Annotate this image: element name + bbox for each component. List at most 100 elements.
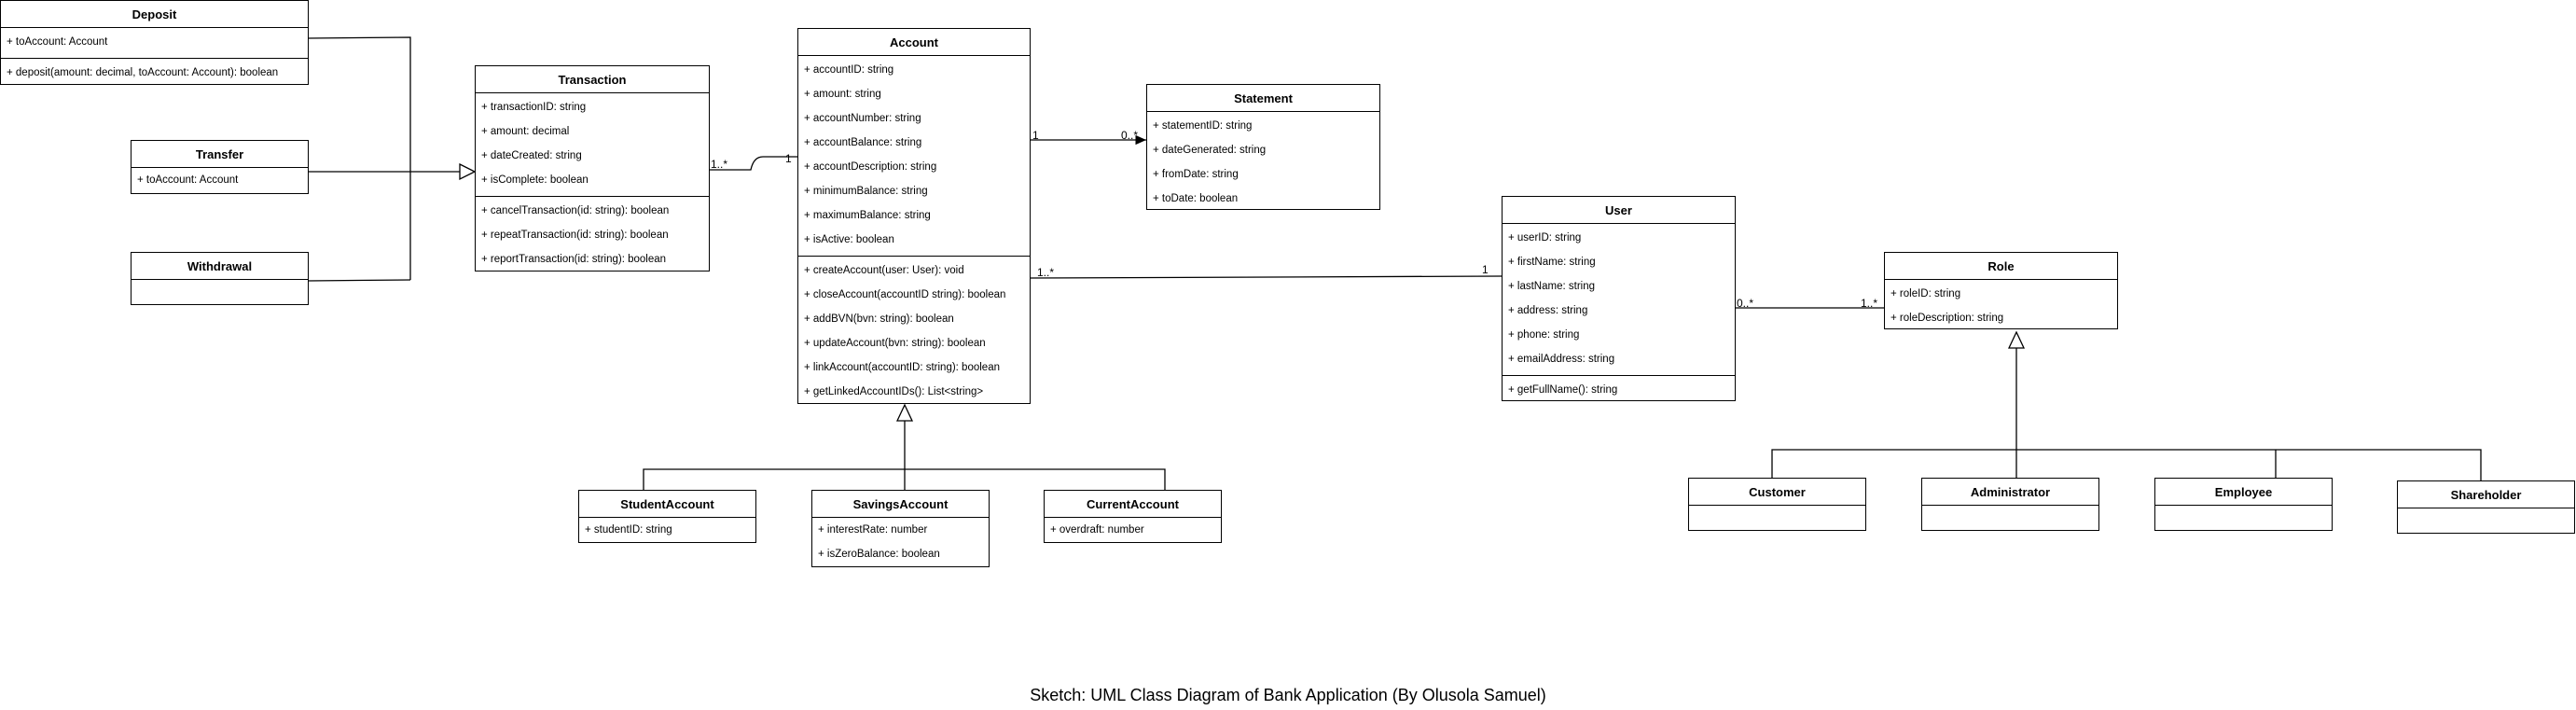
attribute: + minimumBalance: string bbox=[804, 186, 928, 197]
multiplicity-statement-side: 0..* bbox=[1121, 129, 1139, 142]
attribute: + transactionID: string bbox=[481, 102, 587, 113]
class-customer[interactable]: Customer bbox=[1688, 478, 1866, 531]
attribute: + roleDescription: string bbox=[1890, 313, 2004, 324]
transaction-account-association bbox=[710, 156, 797, 171]
class-student-account[interactable]: StudentAccount + studentID: string bbox=[578, 490, 756, 543]
class-name: SavingsAccount bbox=[812, 491, 989, 518]
attribute: + amount: string bbox=[804, 89, 881, 100]
empty-section bbox=[1689, 506, 1865, 528]
class-shareholder[interactable]: Shareholder bbox=[2397, 480, 2575, 534]
method: + closeAccount(accountID string): boolea… bbox=[804, 289, 1006, 300]
methods-section: + getFullName(): string bbox=[1503, 376, 1735, 406]
attribute: + userID: string bbox=[1508, 232, 1582, 244]
attributes-section: + roleID: string + roleDescription: stri… bbox=[1885, 280, 2117, 334]
multiplicity-user-side-account: 1 bbox=[1482, 263, 1489, 276]
attribute: + isActive: boolean bbox=[804, 234, 894, 245]
class-administrator[interactable]: Administrator bbox=[1921, 478, 2099, 531]
class-account[interactable]: Account + accountID: string + amount: st… bbox=[797, 28, 1031, 404]
attributes-section: + interestRate: number + isZeroBalance: … bbox=[812, 518, 989, 570]
transaction-generalization-lines bbox=[307, 36, 460, 282]
class-name: Withdrawal bbox=[132, 253, 308, 280]
class-name: Shareholder bbox=[2398, 481, 2574, 508]
method: + deposit(amount: decimal, toAccount: Ac… bbox=[7, 67, 279, 78]
class-user[interactable]: User + userID: string + firstName: strin… bbox=[1502, 196, 1736, 401]
account-generalization-arrow bbox=[895, 403, 914, 422]
attribute: + maximumBalance: string bbox=[804, 210, 931, 221]
class-deposit[interactable]: Deposit + toAccount: Account + deposit(a… bbox=[0, 0, 309, 85]
class-statement[interactable]: Statement + statementID: string + dateGe… bbox=[1146, 84, 1380, 210]
multiplicity-role-side-user: 1..* bbox=[1861, 297, 1878, 310]
attributes-section: + toAccount: Account bbox=[1, 28, 308, 59]
class-name: StudentAccount bbox=[579, 491, 755, 518]
class-name: User bbox=[1503, 197, 1735, 224]
attribute: + isComplete: boolean bbox=[481, 174, 589, 186]
attribute: + dateCreated: string bbox=[481, 150, 582, 161]
attribute: + accountNumber: string bbox=[804, 113, 921, 124]
account-generalization-lines bbox=[643, 420, 1166, 490]
attribute: + firstName: string bbox=[1508, 257, 1596, 268]
attributes-section: + statementID: string + dateGenerated: s… bbox=[1147, 112, 1379, 215]
attribute: + isZeroBalance: boolean bbox=[818, 549, 940, 560]
attribute: + roleID: string bbox=[1890, 288, 1961, 299]
class-name: Administrator bbox=[1922, 479, 2098, 506]
class-name: Account bbox=[798, 29, 1030, 56]
class-employee[interactable]: Employee bbox=[2154, 478, 2333, 531]
method: + addBVN(bvn: string): boolean bbox=[804, 313, 954, 325]
class-name: Deposit bbox=[1, 1, 308, 28]
methods-section: + cancelTransaction(id: string): boolean… bbox=[476, 197, 709, 275]
role-generalization-arrow bbox=[2007, 330, 2026, 349]
transaction-generalization-arrow bbox=[459, 162, 477, 181]
attribute: + phone: string bbox=[1508, 329, 1580, 341]
method: + updateAccount(bvn: string): boolean bbox=[804, 338, 986, 349]
class-name: Statement bbox=[1147, 85, 1379, 112]
attribute: + fromDate: string bbox=[1153, 169, 1239, 180]
empty-section bbox=[2155, 506, 2332, 528]
class-name: Transfer bbox=[132, 141, 308, 168]
attribute: + dateGenerated: string bbox=[1153, 145, 1267, 156]
method: + cancelTransaction(id: string): boolean bbox=[481, 205, 670, 216]
attribute: + accountDescription: string bbox=[804, 161, 937, 173]
multiplicity-account-side-user: 1..* bbox=[1037, 266, 1055, 279]
attribute: + overdraft: number bbox=[1050, 524, 1144, 536]
attributes-section: + overdraft: number bbox=[1045, 518, 1221, 546]
class-transaction[interactable]: Transaction + transactionID: string + am… bbox=[475, 65, 710, 271]
attribute: + amount: decimal bbox=[481, 126, 570, 137]
multiplicity-account-side-tx: 1 bbox=[785, 152, 792, 165]
class-name: Transaction bbox=[476, 66, 709, 93]
methods-section: + deposit(amount: decimal, toAccount: Ac… bbox=[1, 59, 308, 89]
method: + linkAccount(accountID: string): boolea… bbox=[804, 362, 1000, 373]
multiplicity-user-side-role: 0..* bbox=[1737, 297, 1754, 310]
class-savings-account[interactable]: SavingsAccount + interestRate: number + … bbox=[811, 490, 990, 567]
account-user-association bbox=[1029, 275, 1503, 279]
class-name: Role bbox=[1885, 253, 2117, 280]
attribute: + accountID: string bbox=[804, 64, 894, 76]
class-withdrawal[interactable]: Withdrawal bbox=[131, 252, 309, 305]
method: + getFullName(): string bbox=[1508, 384, 1618, 396]
method: + createAccount(user: User): void bbox=[804, 265, 964, 276]
empty-section bbox=[2398, 508, 2574, 531]
attribute: + toDate: boolean bbox=[1153, 193, 1239, 204]
attributes-section: + toAccount: Account bbox=[132, 168, 308, 196]
methods-section: + createAccount(user: User): void + clos… bbox=[798, 257, 1030, 408]
attributes-section: + userID: string + firstName: string + l… bbox=[1503, 224, 1735, 376]
class-role[interactable]: Role + roleID: string + roleDescription:… bbox=[1884, 252, 2118, 329]
attribute: + lastName: string bbox=[1508, 281, 1595, 292]
attribute: + accountBalance: string bbox=[804, 137, 922, 148]
class-name: CurrentAccount bbox=[1045, 491, 1221, 518]
attribute: + address: string bbox=[1508, 305, 1588, 316]
role-generalization-lines bbox=[1771, 348, 2482, 480]
attribute: + studentID: string bbox=[585, 524, 672, 536]
multiplicity-transaction-side: 1..* bbox=[711, 158, 728, 171]
method: + repeatTransaction(id: string): boolean bbox=[481, 230, 669, 241]
class-current-account[interactable]: CurrentAccount + overdraft: number bbox=[1044, 490, 1222, 543]
method: + reportTransaction(id: string): boolean bbox=[481, 254, 667, 265]
class-transfer[interactable]: Transfer + toAccount: Account bbox=[131, 140, 309, 194]
attribute: + statementID: string bbox=[1153, 120, 1253, 132]
method: + getLinkedAccountIDs(): List<string> bbox=[804, 386, 984, 397]
attributes-section: + accountID: string + amount: string + a… bbox=[798, 56, 1030, 257]
attribute: + toAccount: Account bbox=[7, 36, 108, 48]
attribute: + emailAddress: string bbox=[1508, 354, 1615, 365]
empty-section bbox=[1922, 506, 2098, 528]
class-name: Customer bbox=[1689, 479, 1865, 506]
